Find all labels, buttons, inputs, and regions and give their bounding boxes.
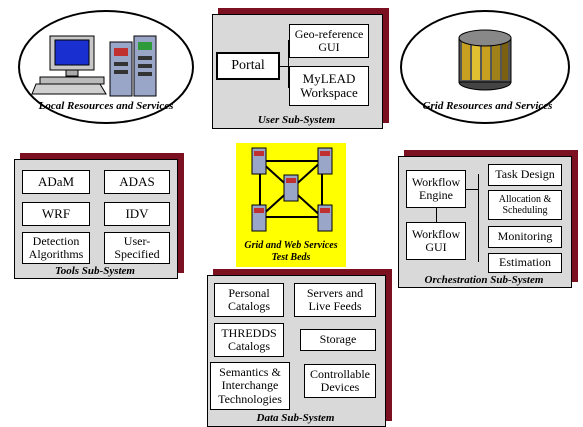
controllable-devices-line1: Controllable — [310, 366, 370, 381]
idv-label: IDV — [125, 205, 149, 221]
geo-reference-gui-box: Geo-reference GUI — [289, 24, 369, 58]
adas-label: ADAS — [119, 173, 155, 189]
detection-algorithms-line2: Algorithms — [28, 247, 84, 261]
portal-label: Portal — [231, 58, 265, 74]
estimation-label: Estimation — [499, 255, 551, 270]
workflow-gui-box: Workflow GUI — [406, 222, 466, 260]
testbeds-caption: Grid and Web Services Test Beds — [236, 240, 346, 263]
user-specified-line1: User- — [123, 233, 151, 248]
semantics-line2: Interchange — [221, 378, 279, 393]
engine-gui-connector — [436, 208, 437, 222]
workflow-gui-line2: GUI — [425, 240, 447, 254]
monitoring-box: Monitoring — [488, 226, 562, 248]
task-design-box: Task Design — [488, 164, 562, 186]
monitoring-label: Monitoring — [497, 229, 553, 244]
mylead-workspace-line2: Workspace — [300, 85, 358, 100]
grid-server-cluster-icon — [458, 29, 512, 91]
engine-connector-vertical — [478, 174, 479, 262]
thredds-catalogs-line2: Catalogs — [228, 339, 270, 353]
user-specified-line2: Specified — [114, 247, 160, 261]
local-resources-caption: Local Resources and Services — [38, 100, 174, 112]
testbeds-caption-line1: Grid and Web Services — [244, 240, 338, 251]
idv-box: IDV — [104, 202, 170, 226]
semantics-line3: Technologies — [218, 391, 282, 406]
personal-catalogs-box: Personal Catalogs — [214, 283, 284, 317]
estimation-box: Estimation — [488, 253, 562, 273]
grid-resources-caption: Grid Resources and Services — [422, 100, 553, 112]
detection-algorithms-box: Detection Algorithms — [22, 232, 90, 264]
workflow-engine-box: Workflow Engine — [406, 170, 466, 208]
portal-box: Portal — [216, 52, 280, 80]
semantics-interchange-box: Semantics & Interchange Technologies — [210, 362, 290, 410]
storage-box: Storage — [300, 329, 376, 351]
controllable-devices-line2: Devices — [320, 380, 360, 394]
orchestration-subsystem-caption: Orchestration Sub-System — [424, 274, 544, 286]
adam-label: ADaM — [37, 173, 75, 189]
portal-connector-vertical — [288, 40, 289, 88]
testbeds-caption-line2: Test Beds — [271, 251, 311, 263]
task-design-label: Task Design — [495, 167, 555, 182]
adas-box: ADAS — [104, 170, 170, 194]
thredds-catalogs-box: THREDDS Catalogs — [214, 323, 284, 357]
user-subsystem-caption: User Sub-System — [257, 114, 336, 126]
engine-connector — [466, 189, 478, 190]
portal-connector — [280, 66, 288, 67]
tools-subsystem-caption: Tools Sub-System — [55, 265, 135, 277]
wrf-box: WRF — [22, 202, 90, 226]
servers-live-feeds-line1: Servers and — [306, 285, 364, 300]
servers-live-feeds-box: Servers and Live Feeds — [294, 283, 376, 317]
local-resources-ellipse — [18, 10, 194, 124]
server-network-icon — [251, 147, 333, 232]
personal-catalogs-line2: Catalogs — [228, 299, 270, 313]
thredds-catalogs-line1: THREDDS — [221, 325, 277, 340]
workflow-engine-line2: Engine — [419, 188, 453, 202]
computer-and-server-icon — [31, 35, 157, 97]
allocation-scheduling-box: Allocation & Scheduling — [488, 190, 562, 220]
user-specified-box: User- Specified — [104, 232, 170, 264]
adam-box: ADaM — [22, 170, 90, 194]
servers-live-feeds-line2: Live Feeds — [308, 299, 362, 313]
storage-label: Storage — [319, 332, 357, 347]
workflow-engine-line1: Workflow — [411, 174, 461, 189]
geo-reference-gui-line2: GUI — [318, 40, 340, 54]
mylead-workspace-box: MyLEAD Workspace — [289, 66, 369, 106]
wrf-label: WRF — [41, 205, 71, 221]
mylead-workspace-line1: MyLEAD — [302, 70, 356, 86]
personal-catalogs-line1: Personal — [228, 285, 270, 300]
geo-reference-gui-line1: Geo-reference — [294, 26, 364, 41]
controllable-devices-box: Controllable Devices — [304, 364, 376, 398]
data-subsystem-caption: Data Sub-System — [256, 412, 335, 424]
workflow-gui-line1: Workflow — [411, 226, 461, 241]
semantics-line1: Semantics & — [219, 365, 281, 380]
detection-algorithms-line1: Detection — [32, 233, 80, 248]
allocation-scheduling-line1: Allocation & — [498, 194, 552, 205]
allocation-scheduling-line2: Scheduling — [502, 205, 548, 216]
